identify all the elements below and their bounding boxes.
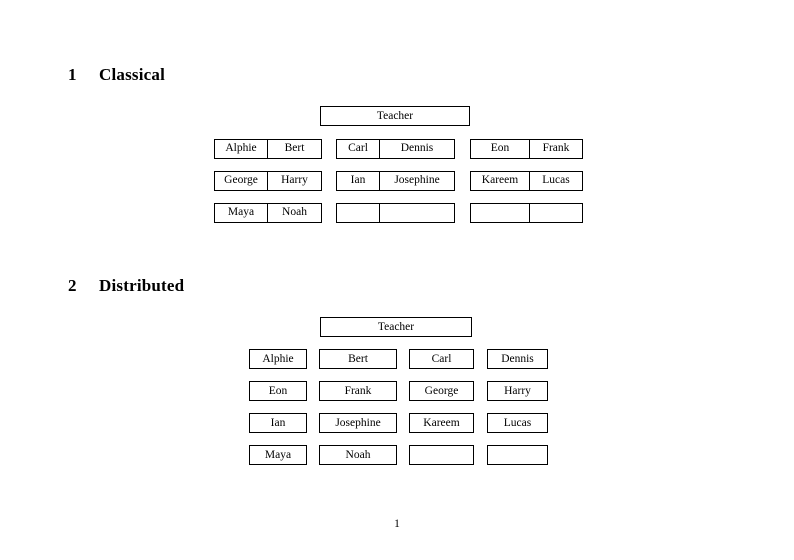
section-title: Distributed — [99, 276, 185, 295]
distributed-cell: Eon — [249, 381, 307, 401]
distributed-cell: Josephine — [319, 413, 397, 433]
distributed-cell: Frank — [319, 381, 397, 401]
classical-group-2-row-2: Ian Josephine — [336, 171, 455, 191]
table-row — [336, 203, 455, 223]
name-cell: Bert — [267, 139, 322, 159]
section-heading-classical: 1 Classical — [68, 66, 165, 83]
name-cell: Eon — [470, 139, 530, 159]
section-title: Classical — [99, 65, 166, 84]
teacher-box-distributed: Teacher — [320, 317, 472, 337]
distributed-cell: George — [409, 381, 474, 401]
section-number: 1 — [68, 65, 77, 84]
name-cell: Carl — [336, 139, 380, 159]
name-cell: Harry — [267, 171, 322, 191]
page-number: 1 — [394, 518, 400, 530]
distributed-cell: Maya — [249, 445, 307, 465]
classical-group-3-row-2: Kareem Lucas — [470, 171, 583, 191]
name-cell: Lucas — [529, 171, 583, 191]
name-cell: Ian — [336, 171, 380, 191]
name-cell-empty — [336, 203, 380, 223]
classical-group-1-row-1: Alphie Bert — [214, 139, 322, 159]
distributed-cell-empty — [409, 445, 474, 465]
classical-group-2-row-1: Carl Dennis — [336, 139, 455, 159]
name-cell-empty — [379, 203, 455, 223]
name-cell: Alphie — [214, 139, 268, 159]
distributed-cell: Lucas — [487, 413, 548, 433]
distributed-cell: Bert — [319, 349, 397, 369]
classical-group-3-row-3 — [470, 203, 583, 223]
teacher-box-classical: Teacher — [320, 106, 470, 126]
name-cell-empty — [470, 203, 530, 223]
section-heading-distributed: 2 Distributed — [68, 277, 184, 294]
table-row: Maya Noah — [214, 203, 322, 223]
distributed-cell: Noah — [319, 445, 397, 465]
section-number: 2 — [68, 276, 77, 295]
table-row: Alphie Bert — [214, 139, 322, 159]
classical-group-2-row-3 — [336, 203, 455, 223]
distributed-cell: Dennis — [487, 349, 548, 369]
classical-group-3-row-1: Eon Frank — [470, 139, 583, 159]
table-row: Carl Dennis — [336, 139, 455, 159]
name-cell: Frank — [529, 139, 583, 159]
name-cell: Dennis — [379, 139, 455, 159]
classical-group-1-row-3: Maya Noah — [214, 203, 322, 223]
distributed-cell: Ian — [249, 413, 307, 433]
table-row: Eon Frank — [470, 139, 583, 159]
distributed-cell: Alphie — [249, 349, 307, 369]
name-cell: Josephine — [379, 171, 455, 191]
distributed-cell-empty — [487, 445, 548, 465]
table-row: George Harry — [214, 171, 322, 191]
table-row: Ian Josephine — [336, 171, 455, 191]
distributed-cell: Kareem — [409, 413, 474, 433]
name-cell: Kareem — [470, 171, 530, 191]
classical-group-1-row-2: George Harry — [214, 171, 322, 191]
name-cell: Maya — [214, 203, 268, 223]
name-cell: Noah — [267, 203, 322, 223]
distributed-cell: Carl — [409, 349, 474, 369]
distributed-cell: Harry — [487, 381, 548, 401]
table-row: Kareem Lucas — [470, 171, 583, 191]
table-row — [470, 203, 583, 223]
name-cell: George — [214, 171, 268, 191]
name-cell-empty — [529, 203, 583, 223]
